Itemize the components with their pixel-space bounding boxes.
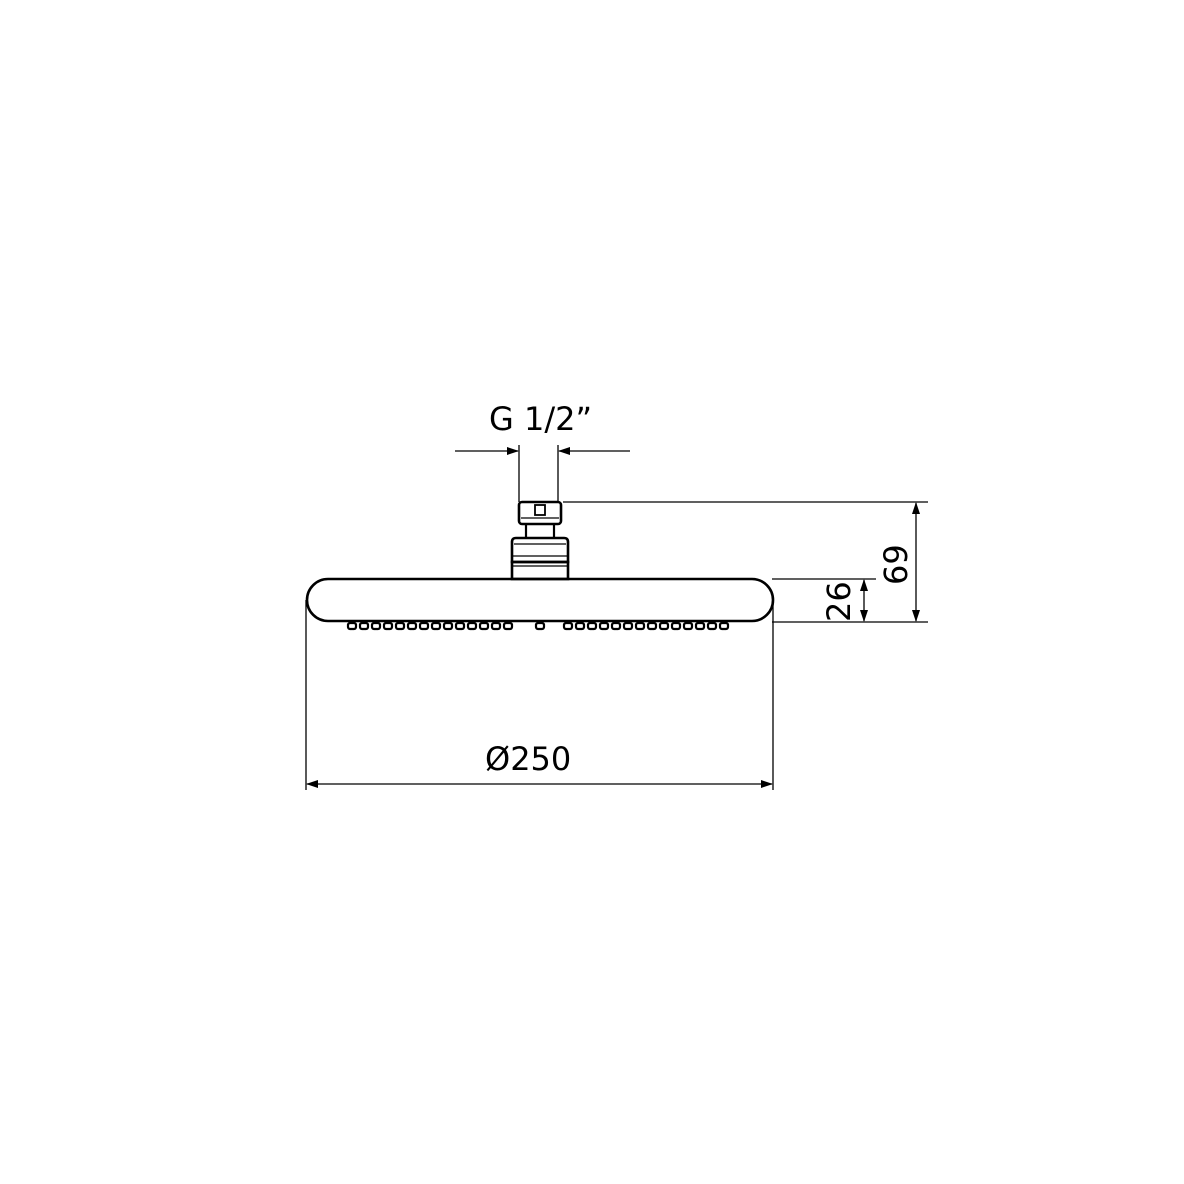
spray-nozzle: [490, 621, 502, 631]
connector-collar: [510, 560, 570, 581]
spray-nozzle: [502, 621, 514, 631]
spray-nozzle: [658, 621, 670, 631]
spray-nozzle: [634, 621, 646, 631]
spray-nozzle: [394, 621, 406, 631]
spray-nozzle: [670, 621, 682, 631]
connector-nut-slot: [534, 504, 546, 516]
diameter-dimension: Ø250: [305, 600, 774, 790]
shower-head-body: [305, 577, 775, 623]
spray-nozzle: [610, 621, 622, 631]
spray-nozzle: [718, 621, 730, 631]
spray-nozzle: [694, 621, 706, 631]
spray-nozzle: [478, 621, 490, 631]
spray-nozzle: [706, 621, 718, 631]
spray-nozzle: [382, 621, 394, 631]
head-height-label: 26: [820, 581, 858, 622]
spray-nozzle: [370, 621, 382, 631]
spray-nozzle: [454, 621, 466, 631]
spray-nozzle: [682, 621, 694, 631]
spray-nozzle: [358, 621, 370, 631]
spray-nozzle: [646, 621, 658, 631]
spray-nozzle: [466, 621, 478, 631]
total-height-label: 69: [877, 544, 915, 585]
connector-nut: [517, 500, 563, 526]
spray-nozzle: [622, 621, 634, 631]
swivel-connector: [510, 500, 570, 581]
spray-nozzle: [346, 621, 358, 631]
thread-dimension: G 1/2”: [455, 400, 630, 502]
spray-nozzle: [430, 621, 442, 631]
spray-nozzle: [598, 621, 610, 631]
spray-nozzle: [562, 621, 574, 631]
ball-joint-housing: [510, 536, 570, 564]
spray-nozzles: [346, 621, 730, 631]
diameter-label: Ø250: [485, 740, 571, 778]
spray-nozzle: [406, 621, 418, 631]
spray-nozzle: [534, 621, 546, 631]
height-dimensions: 69 26: [563, 501, 928, 623]
spray-nozzle: [418, 621, 430, 631]
shower-disc-outline: [305, 577, 775, 623]
spray-nozzle: [586, 621, 598, 631]
spray-nozzle: [574, 621, 586, 631]
thread-label: G 1/2”: [489, 400, 592, 438]
spray-nozzle: [442, 621, 454, 631]
